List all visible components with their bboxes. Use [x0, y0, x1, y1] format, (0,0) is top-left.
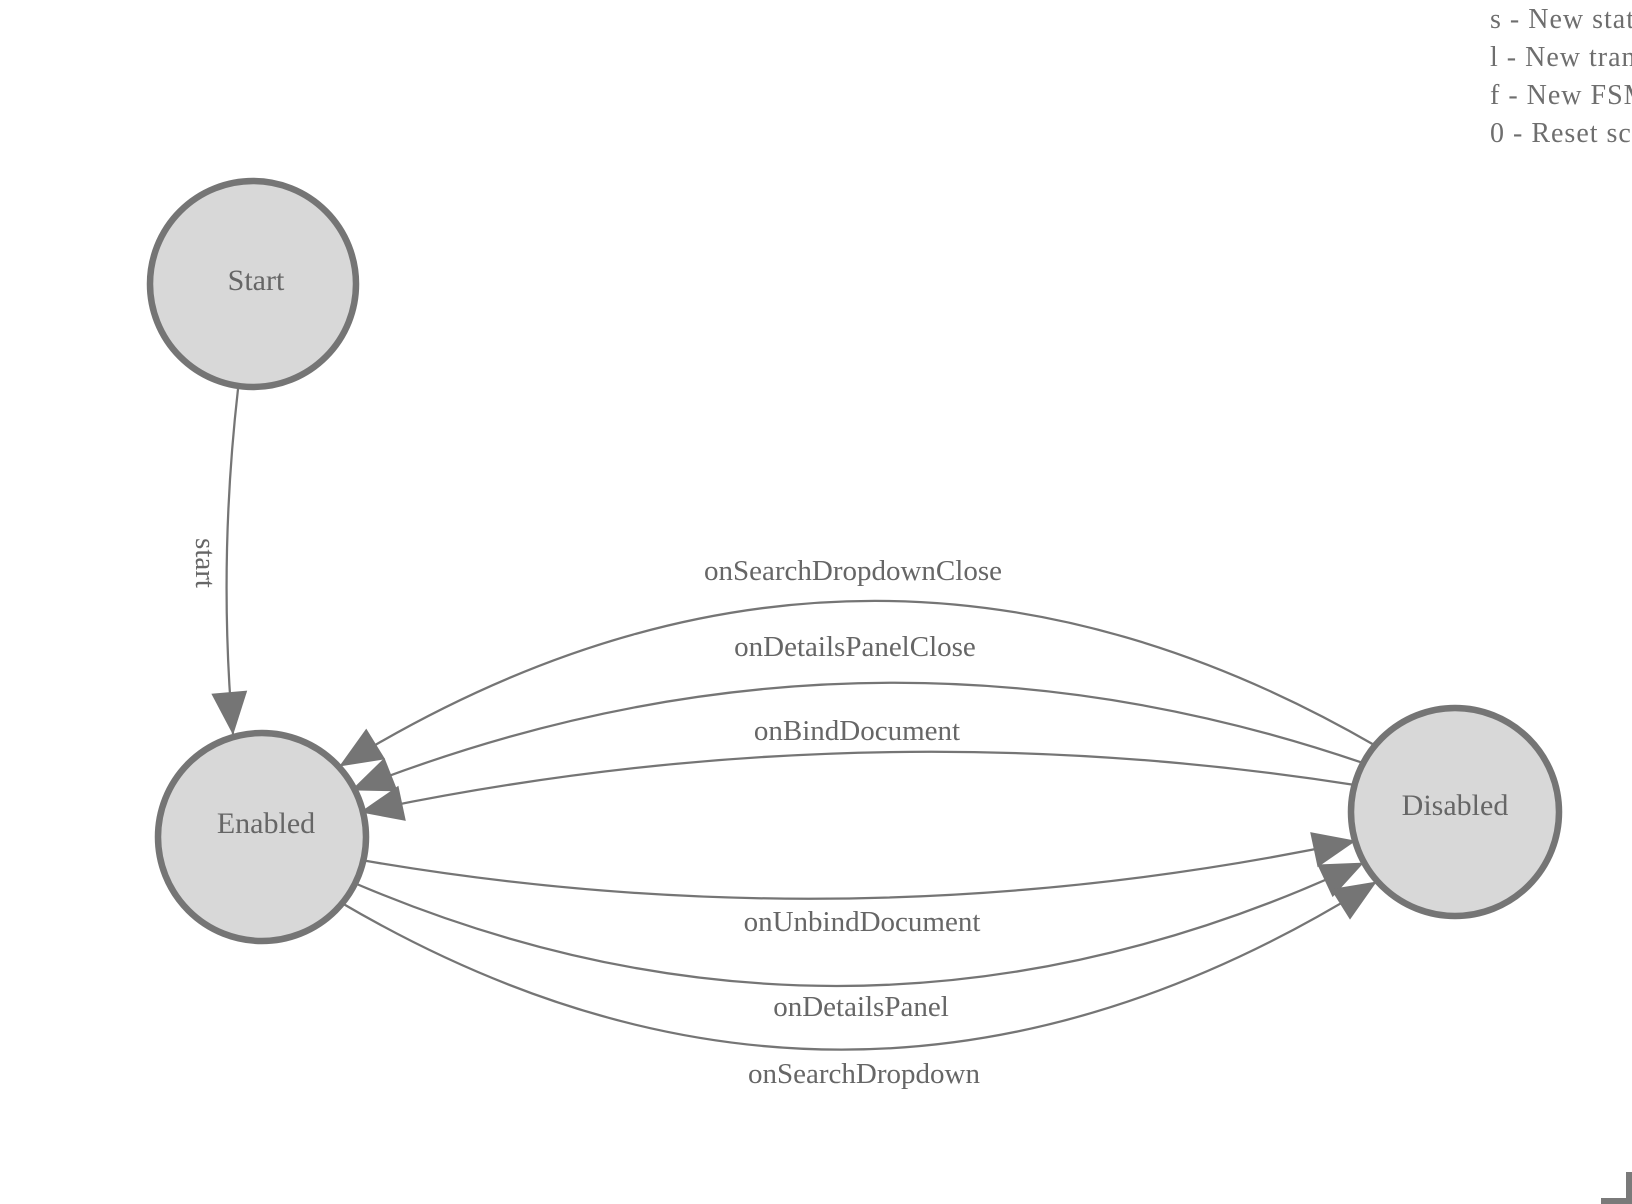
transition-onSearchDropdown-path[interactable]: [339, 881, 1377, 1051]
transition-onDetailsPanel-label[interactable]: onDetailsPanel: [773, 991, 949, 1023]
state-disabled-label: Disabled: [1402, 789, 1509, 822]
transition-start-path[interactable]: [211, 388, 248, 735]
transition-onUnbindDocument-path[interactable]: [360, 832, 1356, 900]
transition-onDetailsPanel[interactable]: onDetailsPanel: [351, 861, 1364, 1023]
legend-line-new-state: s - New state: [1490, 4, 1632, 35]
state-enabled[interactable]: Enabled: [154, 729, 370, 945]
transition-onDetailsPanelClose-path[interactable]: [351, 681, 1364, 792]
state-start[interactable]: Start: [146, 177, 360, 391]
corner-shape-vertical-bar: [1626, 1172, 1632, 1204]
state-enabled-circle[interactable]: [154, 729, 370, 945]
transition-onSearchDropdownClose[interactable]: onSearchDropdownClose: [339, 555, 1377, 767]
legend-line-reset-scale: 0 - Reset scale: [1490, 118, 1632, 149]
transition-onBindDocument[interactable]: onBindDocument: [360, 715, 1356, 821]
transition-onUnbindDocument-label[interactable]: onUnbindDocument: [744, 906, 981, 938]
legend-line-new-fsm: f - New FSM: [1490, 80, 1632, 111]
state-disabled-circle[interactable]: [1347, 704, 1563, 920]
transition-onDetailsPanelClose[interactable]: onDetailsPanelClose: [351, 631, 1364, 792]
state-start-label: Start: [228, 264, 285, 297]
transition-onSearchDropdownClose-path[interactable]: [339, 599, 1377, 767]
state-start-circle[interactable]: [146, 177, 360, 391]
transition-onUnbindDocument[interactable]: onUnbindDocument: [360, 832, 1356, 938]
corner-shape: [1601, 1172, 1632, 1204]
state-disabled[interactable]: Disabled: [1347, 704, 1563, 920]
corner-shape-horizontal-bar: [1601, 1198, 1632, 1204]
transition-onDetailsPanel-path[interactable]: [351, 861, 1364, 988]
transition-onSearchDropdown[interactable]: onSearchDropdown: [339, 881, 1377, 1090]
legend-line-new-transition: l - New transition: [1490, 42, 1632, 73]
state-enabled-label: Enabled: [217, 807, 315, 840]
transition-onSearchDropdown-label[interactable]: onSearchDropdown: [748, 1058, 980, 1090]
transition-onSearchDropdownClose-label[interactable]: onSearchDropdownClose: [704, 555, 1002, 587]
transition-onDetailsPanelClose-label[interactable]: onDetailsPanelClose: [734, 631, 976, 663]
transition-start[interactable]: start: [189, 388, 248, 735]
transition-onBindDocument-label[interactable]: onBindDocument: [754, 715, 960, 747]
transition-start-label[interactable]: start: [189, 538, 221, 588]
shortcut-legend: s - New state l - New transition f - New…: [1490, 4, 1632, 149]
transition-onBindDocument-path[interactable]: [360, 750, 1356, 821]
